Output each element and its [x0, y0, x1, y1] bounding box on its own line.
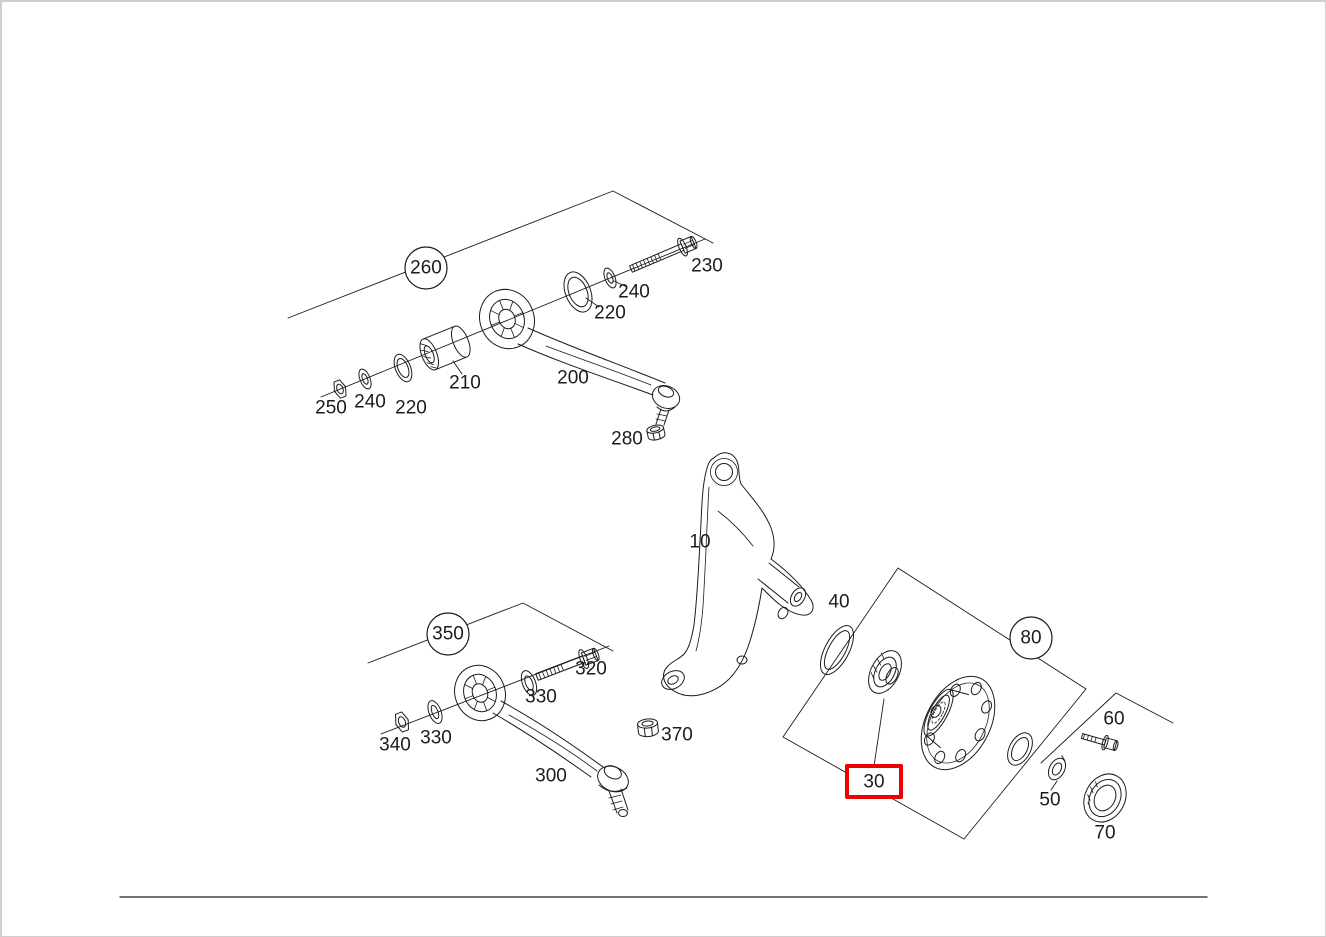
- part-label-40[interactable]: 40: [828, 592, 849, 613]
- part-label-330-left[interactable]: 330: [420, 728, 452, 749]
- part-label-70[interactable]: 70: [1094, 823, 1115, 844]
- ring-220-left-drawing: [393, 353, 413, 383]
- part-label-220-upper[interactable]: 220: [594, 303, 626, 324]
- hub-80-drawing: [920, 675, 996, 771]
- part-number-text: 220: [395, 398, 427, 419]
- bearing-30-drawing: [868, 650, 902, 694]
- part-label-370[interactable]: 370: [661, 725, 693, 746]
- part-number-text: 250: [315, 398, 347, 419]
- steering-knuckle-drawing: [661, 452, 814, 697]
- part-label-300[interactable]: 300: [535, 766, 567, 787]
- part-number-text: 200: [557, 368, 589, 389]
- part-label-250[interactable]: 250: [315, 398, 347, 419]
- part-number-text: 320: [575, 659, 607, 680]
- bolt-320-drawing: [535, 647, 600, 681]
- part-label-340[interactable]: 340: [379, 735, 411, 756]
- part-label-320[interactable]: 320: [575, 659, 607, 680]
- part-label-350[interactable]: 350: [426, 612, 470, 656]
- part-label-330-right[interactable]: 330: [525, 687, 557, 708]
- part-number-text: 210: [449, 373, 481, 394]
- washer-240-right-drawing: [603, 267, 617, 289]
- wheel-hub-group: [819, 625, 1127, 823]
- part-number-text: 280: [611, 429, 643, 450]
- part-label-80[interactable]: 80: [1009, 616, 1053, 660]
- part-label-230[interactable]: 230: [691, 256, 723, 277]
- nut-340-drawing: [392, 711, 411, 733]
- part-label-200[interactable]: 200: [557, 368, 589, 389]
- washer-330-right-drawing: [520, 670, 538, 696]
- bolt-230-drawing: [629, 235, 698, 273]
- part-label-circle: [404, 246, 448, 290]
- bolt-60-drawing: [1080, 733, 1119, 751]
- part-label-240-lower[interactable]: 240: [354, 392, 386, 413]
- part-number-text: 240: [618, 282, 650, 303]
- part-number-text: 330: [420, 728, 452, 749]
- part-label-280[interactable]: 280: [611, 429, 643, 450]
- part-label-10[interactable]: 10: [689, 532, 710, 553]
- part-label-circle: [1009, 616, 1053, 660]
- upper-control-arm-group: [331, 235, 698, 441]
- nut-280-drawing: [646, 424, 666, 441]
- lock-washer-50-drawing: [1047, 755, 1067, 781]
- part-number-text: 50: [1039, 790, 1060, 811]
- part-number-text: 240: [354, 392, 386, 413]
- part-label-50[interactable]: 50: [1039, 790, 1060, 811]
- washer-330-left-drawing: [427, 700, 443, 724]
- seal-220-right-drawing: [563, 271, 593, 313]
- part-number-text: 40: [828, 592, 849, 613]
- control-arm-300-drawing: [454, 664, 629, 817]
- part-number-text: 370: [661, 725, 693, 746]
- part-number-text: 340: [379, 735, 411, 756]
- part-number-text: 60: [1103, 709, 1124, 730]
- washer-240-left-drawing: [358, 368, 372, 390]
- bushing-210-drawing: [419, 325, 471, 371]
- seal-40-drawing: [819, 625, 855, 675]
- nut-370-drawing: [637, 718, 659, 738]
- part-label-30[interactable]: 30: [845, 764, 903, 799]
- part-number-text: 220: [594, 303, 626, 324]
- part-number-text: 260: [410, 258, 442, 279]
- bearing-race-50-drawing: [1007, 732, 1033, 766]
- part-label-220-lower[interactable]: 220: [395, 398, 427, 419]
- nut-250-drawing: [331, 379, 349, 400]
- part-label-260[interactable]: 260: [404, 246, 448, 290]
- part-label-circle: [426, 612, 470, 656]
- lower-control-arm-group: [392, 647, 659, 817]
- part-label-210[interactable]: 210: [449, 373, 481, 394]
- part-number-text: 30: [863, 772, 884, 793]
- part-number-text: 230: [691, 256, 723, 277]
- highlight-box: [845, 764, 903, 799]
- grease-cap-70-drawing: [1083, 773, 1127, 823]
- control-arm-200-drawing: [479, 288, 681, 426]
- part-label-60[interactable]: 60: [1103, 709, 1124, 730]
- part-number-text: 80: [1020, 628, 1041, 649]
- part-number-text: 330: [525, 687, 557, 708]
- part-label-240-upper[interactable]: 240: [618, 282, 650, 303]
- part-number-text: 350: [432, 624, 464, 645]
- part-number-text: 300: [535, 766, 567, 787]
- part-number-text: 70: [1094, 823, 1115, 844]
- part-number-text: 10: [689, 532, 710, 553]
